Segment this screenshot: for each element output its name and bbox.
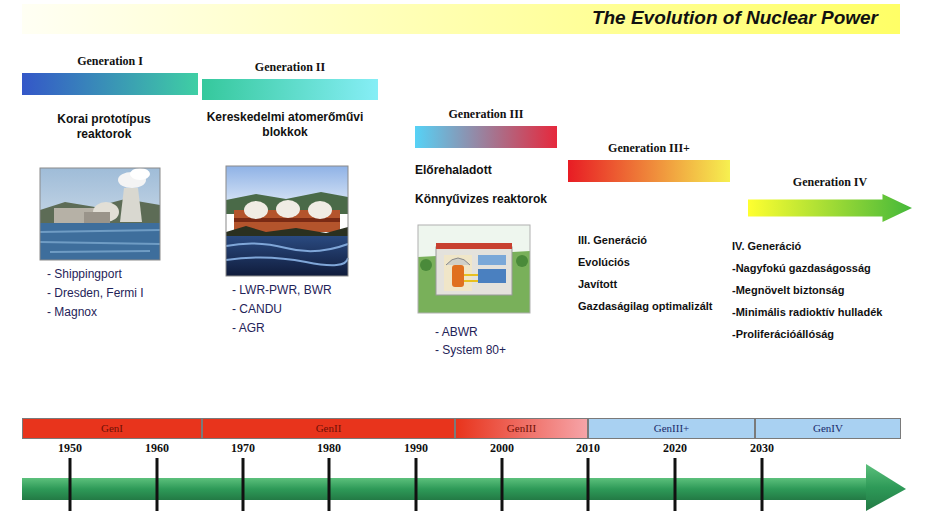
- feature-line: Evolúciós: [578, 255, 630, 269]
- feature-line: Javított: [578, 277, 617, 291]
- generation-arrow: [748, 194, 912, 222]
- year-label: 2010: [564, 441, 612, 455]
- title-text: The Evolution of Nuclear Power: [592, 7, 878, 29]
- reactor-list-item: - LWR-PWR, BWR: [232, 283, 332, 298]
- feature-line: -Nagyfokú gazdaságosság: [732, 261, 871, 275]
- generation-header: Generation II: [202, 59, 378, 100]
- feature-line: -Megnövelt biztonság: [732, 283, 844, 297]
- generation-description: Korai prototípus reaktorok: [42, 112, 166, 142]
- title-banner: [22, 4, 900, 34]
- generation-header: Generation I: [22, 53, 198, 95]
- photo-commercial-plant: [226, 166, 348, 276]
- year-label: 1970: [219, 441, 267, 455]
- segment-label: GenIII+: [654, 422, 690, 435]
- segment-label: GenII: [316, 422, 342, 435]
- year-label: 1950: [46, 441, 94, 455]
- generation-heading: Generation IV: [748, 174, 912, 190]
- segment-label: GenI: [101, 422, 123, 435]
- generation-description: Kereskedelmi atomerőművi blokkok: [195, 110, 375, 140]
- year-ticks: [70, 458, 762, 511]
- segment-label: GenIII: [507, 422, 536, 435]
- feature-line: III. Generáció: [578, 233, 647, 247]
- year-label: 1960: [133, 441, 181, 455]
- segment-label: GenIV: [813, 422, 843, 435]
- generation-bar: [415, 126, 557, 148]
- reactor-list-item: - Dresden, Fermi I: [47, 286, 144, 301]
- generation-bar: [202, 79, 378, 100]
- generation-heading: Generation III: [415, 106, 557, 122]
- reactor-list-item: - CANDU: [232, 302, 282, 317]
- generation-bar: [568, 160, 730, 182]
- generation-description: Előrehaladott: [415, 163, 492, 178]
- year-label: 2030: [738, 441, 786, 455]
- time-axis-arrow: [22, 464, 906, 511]
- timeline-segment: GenII: [202, 418, 455, 439]
- generation-header: Generation IV: [748, 174, 912, 222]
- year-label: 1980: [305, 441, 353, 455]
- generation-bar: [22, 73, 198, 95]
- feature-line: -Minimális radioktív hulladék: [732, 305, 882, 319]
- year-label: 2020: [651, 441, 699, 455]
- timeline-segment: GenIV: [755, 418, 901, 439]
- photo-early-plant: [40, 168, 160, 260]
- timeline-segment: GenIII+: [588, 418, 755, 439]
- year-label: 2000: [478, 441, 526, 455]
- timeline-segment: GenIII: [455, 418, 588, 439]
- reactor-list-item: - ABWR: [435, 325, 478, 340]
- generation-description: Könnyűvizes reaktorok: [415, 192, 547, 207]
- feature-line: Gazdaságilag optimalizált: [578, 299, 712, 313]
- generation-heading: Generation II: [202, 59, 378, 75]
- feature-line: -Proliferációállóság: [732, 327, 834, 341]
- timeline-segment: GenI: [22, 418, 202, 439]
- reactor-cutaway-image: [418, 225, 530, 313]
- reactor-list-item: - System 80+: [435, 343, 506, 358]
- reactor-list-item: - Shippingport: [47, 267, 122, 282]
- generation-header: Generation III+: [568, 140, 730, 182]
- generation-heading: Generation III+: [568, 140, 730, 156]
- year-label: 1990: [392, 441, 440, 455]
- generation-header: Generation III: [415, 106, 557, 148]
- feature-line: IV. Generáció: [732, 239, 801, 253]
- reactor-list-item: - Magnox: [47, 305, 97, 320]
- generation-heading: Generation I: [22, 53, 198, 69]
- reactor-list-item: - AGR: [232, 321, 265, 336]
